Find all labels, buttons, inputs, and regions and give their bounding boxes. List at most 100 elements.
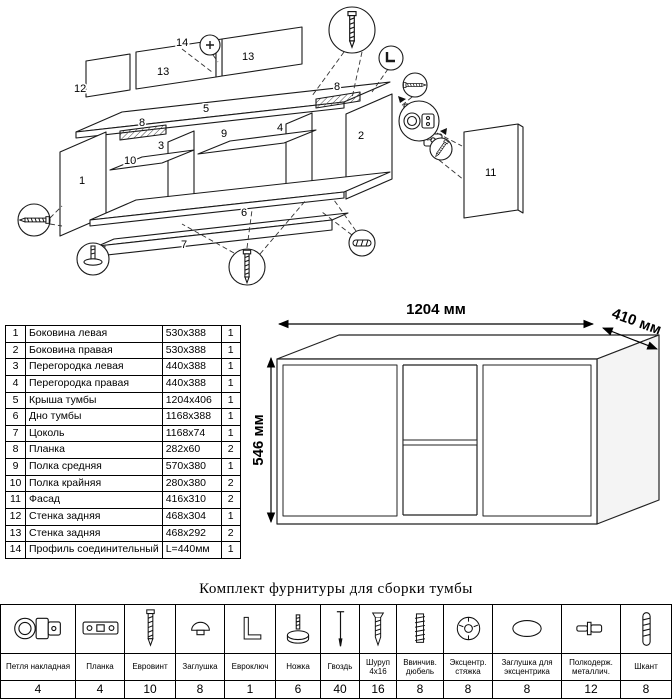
hardware-item-qty: 16 <box>359 679 397 699</box>
part-qty: 1 <box>220 408 241 426</box>
part-label-13b: 13 <box>242 51 254 63</box>
parts-table-row: 10 Полка крайняя 280x380 2 <box>5 474 241 493</box>
direction-arrows <box>398 96 447 135</box>
part-number: 12 <box>5 508 26 526</box>
width-dimension: 1204 мм <box>406 301 466 318</box>
exploded-view-diagram: 14 13 13 12 5 8 8 9 3 4 2 1 10 6 7 11 <box>17 6 524 286</box>
part-number: 4 <box>5 374 26 393</box>
parts-table-row: 13 Стенка задняя 468x292 2 <box>5 524 241 543</box>
hinge-icon <box>0 603 76 654</box>
parts-table: 1 Боковина левая 530x388 1 2 Боковина пр… <box>5 325 241 559</box>
back-panel-13b <box>221 26 303 77</box>
part-number: 7 <box>5 424 26 443</box>
part-size: 1204x406 <box>161 391 222 410</box>
parts-table-row: 8 Планка 282x60 2 <box>5 441 241 460</box>
parts-table-row: 2 Боковина правая 530x388 1 <box>5 341 241 360</box>
dowel-screw-icon <box>396 603 444 654</box>
screw-icon <box>359 603 397 654</box>
part-number: 8 <box>5 441 26 460</box>
part-name: Профиль соединительный <box>25 541 163 559</box>
cam-icon <box>443 603 493 654</box>
part-number: 14 <box>5 541 26 559</box>
euroscrew-icon <box>124 603 176 654</box>
part-label-8a: 8 <box>139 117 145 129</box>
dimension-lines <box>266 319 658 524</box>
hardware-item-qty: 8 <box>396 679 444 699</box>
height-dimension: 546 мм <box>251 414 267 465</box>
part-name: Боковина правая <box>25 341 163 360</box>
part-label-5: 5 <box>203 103 209 115</box>
leg-icon <box>275 603 321 654</box>
part-qty: 1 <box>220 374 241 393</box>
hardware-kit-title: Комплект фурнитуры для сборки тумбы <box>199 580 473 597</box>
part-size: 440x388 <box>161 374 222 393</box>
part-name: Перегородка правая <box>25 374 163 393</box>
part-qty: 2 <box>220 474 241 493</box>
part-size: L=440мм <box>161 541 222 559</box>
part-label-13a: 13 <box>157 66 169 78</box>
part-qty: 2 <box>220 491 241 510</box>
part-label-4: 4 <box>277 122 283 134</box>
wood-dowel-icon <box>620 603 672 654</box>
part-size: 280x380 <box>161 474 222 493</box>
back-panel-12 <box>85 53 131 98</box>
part-name: Перегородка левая <box>25 358 163 376</box>
part-name: Полка крайняя <box>25 474 163 493</box>
part-number: 9 <box>5 458 26 476</box>
hardware-item-qty: 6 <box>275 679 321 699</box>
part-name: Боковина левая <box>25 325 163 343</box>
hardware-item-name: Ввинчив. дюбель <box>396 652 444 681</box>
part-name: Фасад <box>25 491 163 510</box>
cabinet-panels <box>59 26 524 257</box>
part-label-6: 6 <box>241 207 247 219</box>
part-size: 570x380 <box>161 458 222 476</box>
part-size: 1168x74 <box>161 424 222 443</box>
hardware-item-qty: 8 <box>620 679 672 699</box>
niche-shelf <box>402 439 478 446</box>
part-number: 5 <box>5 391 26 410</box>
cabinet-side-face <box>596 334 660 525</box>
part-qty: 1 <box>220 508 241 526</box>
hardware-item-name: Планка <box>75 652 125 681</box>
part-name: Цоколь <box>25 424 163 443</box>
hardware-item-name: Петля накладная <box>0 652 76 681</box>
part-label-12: 12 <box>74 83 86 95</box>
part-size: 530x388 <box>161 341 222 360</box>
parts-table-row: 11 Фасад 416x310 2 <box>5 491 241 510</box>
part-number: 1 <box>5 325 26 343</box>
right-door <box>482 364 592 517</box>
hinge-detail-icon <box>403 112 435 130</box>
part-number: 2 <box>5 341 26 360</box>
cabinet-top-face <box>276 334 660 360</box>
hardware-icons-row <box>0 603 672 654</box>
part-size: 468x304 <box>161 508 222 526</box>
part-size: 468x292 <box>161 524 222 543</box>
parts-table-row: 5 Крыша тумбы 1204x406 1 <box>5 391 241 410</box>
part-label-3: 3 <box>158 140 164 152</box>
hardware-item-qty: 4 <box>75 679 125 699</box>
profile-section-icon <box>206 41 214 49</box>
bottom-panel-edge <box>89 191 345 227</box>
part-label-1: 1 <box>79 175 85 187</box>
hardware-item-name: Заглушка <box>175 652 225 681</box>
hardware-item-qty: 10 <box>124 679 176 699</box>
part-label-14: 14 <box>176 37 188 49</box>
part-size: 440x388 <box>161 358 222 376</box>
part-qty: 1 <box>220 458 241 476</box>
part-label-8b: 8 <box>334 81 340 93</box>
part-qty: 2 <box>220 524 241 543</box>
parts-table-row: 1 Боковина левая 530x388 1 <box>5 325 241 343</box>
hardware-item-name: Эксцентр. стяжка <box>443 652 493 681</box>
dimension-drawing: 1204 мм 410 мм 546 мм <box>251 301 663 525</box>
parts-table-row: 14 Профиль соединительный L=440мм 1 <box>5 541 241 559</box>
parts-table-row: 9 Полка средняя 570x380 1 <box>5 458 241 476</box>
shelf-support-icon <box>561 603 621 654</box>
part-name: Стенка задняя <box>25 508 163 526</box>
shelf-10 <box>109 149 195 171</box>
hardware-item-qty: 8 <box>492 679 562 699</box>
bar-8-right <box>315 91 361 109</box>
part-name: Крыша тумбы <box>25 391 163 410</box>
part-name: Планка <box>25 441 163 460</box>
